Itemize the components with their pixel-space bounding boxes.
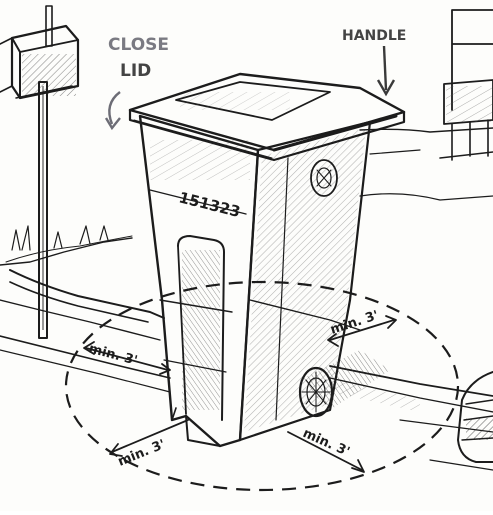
cart-serial-number: 151323 [177, 188, 242, 221]
handle-label: HANDLE [342, 28, 406, 44]
close-lid-arrow-icon [106, 92, 120, 128]
clearance-front-left-label: min. 3' [116, 437, 168, 470]
close-lid-label-line1: CLOSE [108, 35, 169, 55]
curb-and-street [0, 270, 493, 470]
parked-car [458, 372, 493, 462]
close-lid-label-line2: LID [120, 61, 151, 81]
mailbox [0, 6, 78, 338]
clearance-front-right-label: min. 3' [300, 426, 352, 460]
neighbor-house [440, 10, 493, 160]
handle-arrow-icon [378, 46, 394, 94]
